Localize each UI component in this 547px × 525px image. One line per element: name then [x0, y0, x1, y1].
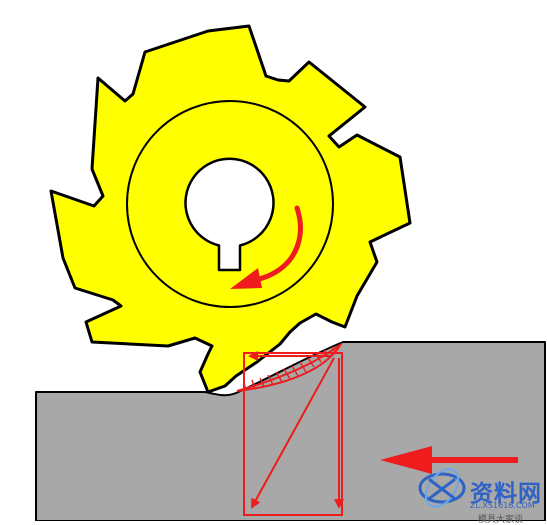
cutter-flange-circle — [126, 100, 334, 308]
cutter-bore — [184, 157, 275, 272]
watermark-title: 资料网 — [470, 481, 542, 507]
milling-cutter — [49, 24, 412, 394]
watermark-caption: 模具大家谈 — [478, 515, 524, 525]
watermark-logo-icon — [418, 468, 466, 508]
feed-arrow-icon — [380, 446, 432, 474]
chip-outline — [236, 343, 342, 392]
rotation-arrow-icon — [251, 205, 303, 284]
watermark-url: ZL.XS1616.COM — [470, 501, 535, 510]
workpiece — [35, 341, 546, 521]
force-rectangle — [243, 352, 343, 516]
rotation-arrowhead-icon — [230, 268, 262, 289]
force-resultant-arrow — [251, 357, 335, 509]
